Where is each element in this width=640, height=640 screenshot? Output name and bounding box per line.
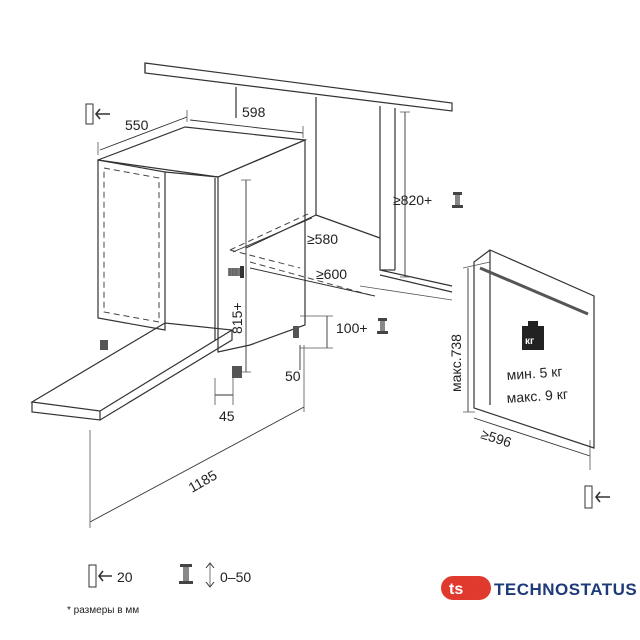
plinth-label: 100+: [336, 320, 368, 336]
weight-icon: [522, 326, 544, 350]
foot-offset-label: 50: [285, 368, 301, 384]
panel-height-label: макс.738: [448, 334, 464, 392]
svg-text:ts: ts: [449, 581, 463, 598]
dimension-lines: [89, 110, 591, 528]
fastener-clip-icon: [85, 103, 110, 125]
door-gap-label: 45: [219, 408, 235, 424]
depth-label: 550: [125, 117, 149, 133]
open-length-label: 1185: [186, 467, 220, 496]
dishwasher-body: [30, 126, 308, 421]
foot-legend-range: 0–50: [220, 569, 251, 585]
clip-legend-icon: [88, 564, 112, 588]
installation-niche: [144, 62, 453, 301]
technostatus-logo: ts TECHNOSTATUS: [441, 576, 637, 600]
weight-badge: кг: [525, 336, 534, 347]
front-foot: [100, 340, 108, 350]
units-note: * размеры в мм: [67, 605, 139, 616]
height-label: 815+: [229, 302, 245, 334]
niche-height-label: ≥820+: [393, 192, 432, 208]
niche-width-label: ≥600: [316, 266, 347, 282]
brand-name: TECHNOSTATUS: [494, 580, 637, 599]
width-label: 598: [242, 104, 266, 120]
foot-legend-icon: [179, 562, 215, 588]
niche-depth-label: ≥580: [307, 231, 338, 247]
side-screw-icon: [228, 266, 244, 278]
adjustable-foot-icon: [452, 192, 463, 208]
rear-foot: [293, 326, 299, 338]
legend: 20 0–50 * размеры в мм: [67, 562, 251, 616]
adjustable-foot-icon-plinth: [377, 318, 388, 334]
furniture-door-panel: кг мин. 5 кг макс. 9 кг: [473, 249, 595, 449]
min-weight-label: мин. 5 кг: [506, 363, 563, 383]
max-weight-label: макс. 9 кг: [506, 386, 568, 406]
fastener-clip-icon-panel: [584, 485, 610, 509]
front-right-foot: [232, 366, 242, 378]
clip-legend-value: 20: [117, 569, 133, 585]
dimension-labels: 550 598 ≥820+ ≥580 ≥600 815+ 100+ 50 45 …: [125, 104, 514, 496]
